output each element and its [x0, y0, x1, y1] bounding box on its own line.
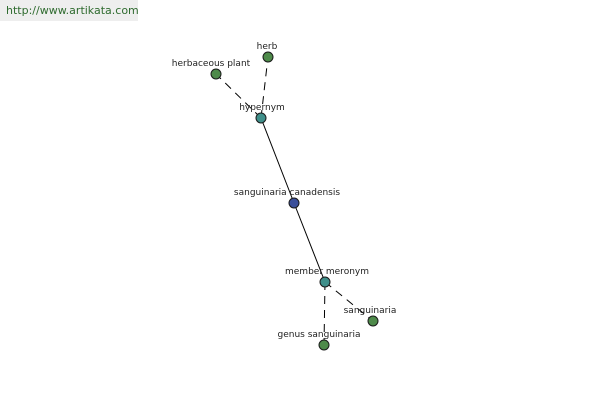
node-herb[interactable]: herb — [257, 42, 278, 63]
node-label-hypernym: hypernym — [239, 103, 285, 113]
nodes-layer: sanguinaria canadensis hypernym member mer… — [172, 42, 397, 351]
node-center[interactable]: sanguinaria canadensis — [234, 188, 340, 209]
node-circle-genus-sanguinaria[interactable] — [318, 339, 330, 351]
edge-center-hypernym — [260, 117, 295, 204]
edges-layer — [215, 56, 374, 346]
node-circle-member-meronym[interactable] — [319, 276, 331, 288]
node-label-member-meronym: member meronym — [285, 267, 369, 277]
node-member-meronym[interactable]: member meronym — [285, 267, 369, 288]
site-url-link[interactable]: http://www.artikata.com — [6, 4, 139, 17]
node-circle-center[interactable] — [288, 197, 300, 209]
node-circle-hypernym[interactable] — [255, 112, 267, 124]
edge-member-meronym-genus-sanguinaria — [323, 281, 326, 346]
node-hypernym[interactable]: hypernym — [239, 103, 285, 124]
node-circle-herbaceous-plant[interactable] — [210, 68, 222, 80]
edge-member-meronym-sanguinaria — [324, 281, 374, 322]
edge-center-member-meronym — [293, 202, 326, 283]
node-label-genus-sanguinaria: genus sanguinaria — [278, 330, 361, 340]
node-sanguinaria[interactable]: sanguinaria — [344, 306, 397, 327]
edge-hypernym-herb — [260, 56, 269, 119]
edge-hypernym-herbaceous-plant — [215, 73, 262, 119]
node-herbaceous-plant[interactable]: herbaceous plant — [172, 59, 251, 80]
site-banner: http://www.artikata.com — [0, 0, 139, 21]
node-label-herb: herb — [257, 42, 278, 52]
node-label-center: sanguinaria canadensis — [234, 188, 340, 198]
node-genus-sanguinaria[interactable]: genus sanguinaria — [278, 330, 361, 351]
node-circle-herb[interactable] — [262, 51, 274, 63]
node-circle-sanguinaria[interactable] — [367, 315, 379, 327]
node-label-sanguinaria: sanguinaria — [344, 306, 397, 316]
node-label-herbaceous-plant: herbaceous plant — [172, 59, 251, 69]
